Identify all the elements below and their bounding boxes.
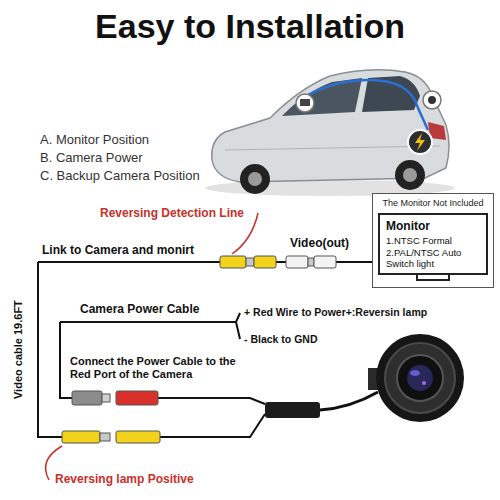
- legend-item: B. Camera Power: [40, 150, 143, 166]
- label-holder: Reversing lamp Positive: [55, 472, 194, 486]
- title-holder: Easy to Installation: [0, 6, 500, 47]
- car-line: [225, 146, 440, 150]
- rca-tip: [100, 433, 110, 441]
- monitor-marker: [296, 94, 314, 112]
- video-wire: [38, 262, 62, 437]
- label-holder: Camera Power Cable: [80, 302, 199, 316]
- page-title: Easy to Installation: [0, 6, 500, 47]
- video-wire: [336, 261, 372, 263]
- car-illustration: [205, 70, 455, 196]
- camera-ring: [385, 343, 455, 413]
- power-tip: [102, 394, 110, 402]
- rca-socket: [314, 256, 336, 268]
- wire-label: Link to Camera and monirt: [42, 243, 194, 257]
- lens-glare: [410, 370, 420, 376]
- wire-label: Video(out): [290, 236, 349, 250]
- video-wire: [276, 261, 286, 263]
- node-heading: Monitor: [386, 219, 480, 233]
- camera-flange: [376, 334, 464, 422]
- lens-housing: [397, 355, 443, 401]
- cable-length-label: Video cable 19.6FT: [11, 301, 24, 400]
- camera-marker: [423, 91, 441, 109]
- lens-glare: [422, 381, 426, 385]
- legend-item: A. Monitor Position: [40, 132, 149, 148]
- camera-cable: [320, 392, 378, 410]
- label-holder: - Black to GND: [244, 333, 318, 346]
- callout-label: Reversing lamp Positive: [55, 472, 194, 486]
- legend-item: C. Backup Camera Position: [40, 168, 200, 184]
- junction-box: [265, 402, 320, 418]
- monitor-icon: [300, 99, 310, 106]
- camera-icon: [428, 96, 436, 104]
- rca-tip: [246, 258, 254, 266]
- power-plug: [72, 391, 102, 405]
- lens: [407, 365, 433, 391]
- cable-route: [300, 80, 428, 130]
- monitor-frame: The Monitor Not IncludedMonitor 1.NTSC Fo…: [372, 193, 494, 288]
- car-window: [282, 78, 362, 116]
- monitor-stand: [416, 275, 450, 281]
- label-holder: B. Camera Power: [40, 150, 143, 166]
- hub: [248, 172, 262, 186]
- label-holder: Link to Camera and monirt: [42, 243, 194, 257]
- lightning-icon: [415, 133, 425, 151]
- wire-label: + Red Wire to Power+:Reversin lamp: [244, 306, 427, 319]
- rca-socket: [254, 256, 276, 268]
- wiring: [38, 262, 378, 437]
- rca-tip: [308, 258, 314, 266]
- label-holder: C. Backup Camera Position: [40, 168, 200, 184]
- wheel: [240, 164, 270, 194]
- rca-connectors: [62, 256, 336, 443]
- wire-label: - Black to GND: [244, 333, 318, 346]
- power-wire: [60, 321, 236, 323]
- callout-label: Reversing Detection Line: [100, 206, 244, 220]
- red-wire: [236, 313, 240, 322]
- rca-socket: [116, 431, 160, 443]
- rca-plug: [220, 256, 246, 268]
- camera: [368, 334, 464, 422]
- power-socket: [116, 391, 158, 405]
- label-holder: Connect the Power Cable to the Red Port …: [70, 355, 245, 381]
- node-text: 2.PAL/NTSC Auto Switch light: [386, 247, 480, 270]
- video-wire: [160, 414, 265, 437]
- label-holder: Reversing Detection Line: [100, 206, 244, 220]
- wire-label: Camera Power Cable: [80, 302, 199, 316]
- power-marker: [408, 130, 432, 154]
- instruction-note: Connect the Power Cable to the Red Port …: [70, 355, 245, 381]
- wheel: [395, 160, 425, 190]
- hub: [403, 168, 417, 182]
- video-wire: [38, 261, 220, 263]
- rca-plug: [62, 431, 100, 443]
- label-holder: A. Monitor Position: [40, 132, 149, 148]
- label-holder: Video(out): [290, 236, 349, 250]
- node-heading: The Monitor Not Included: [378, 198, 488, 209]
- node-text: 1.NTSC Formal: [386, 235, 480, 246]
- label-holder: + Red Wire to Power+:Reversin lamp: [244, 306, 427, 319]
- black-wire: [236, 322, 240, 339]
- power-wire: [158, 398, 265, 404]
- monitor-screen: Monitor 1.NTSC Formal2.PAL/NTSC Auto Swit…: [378, 213, 488, 276]
- rca-plug: [286, 256, 308, 268]
